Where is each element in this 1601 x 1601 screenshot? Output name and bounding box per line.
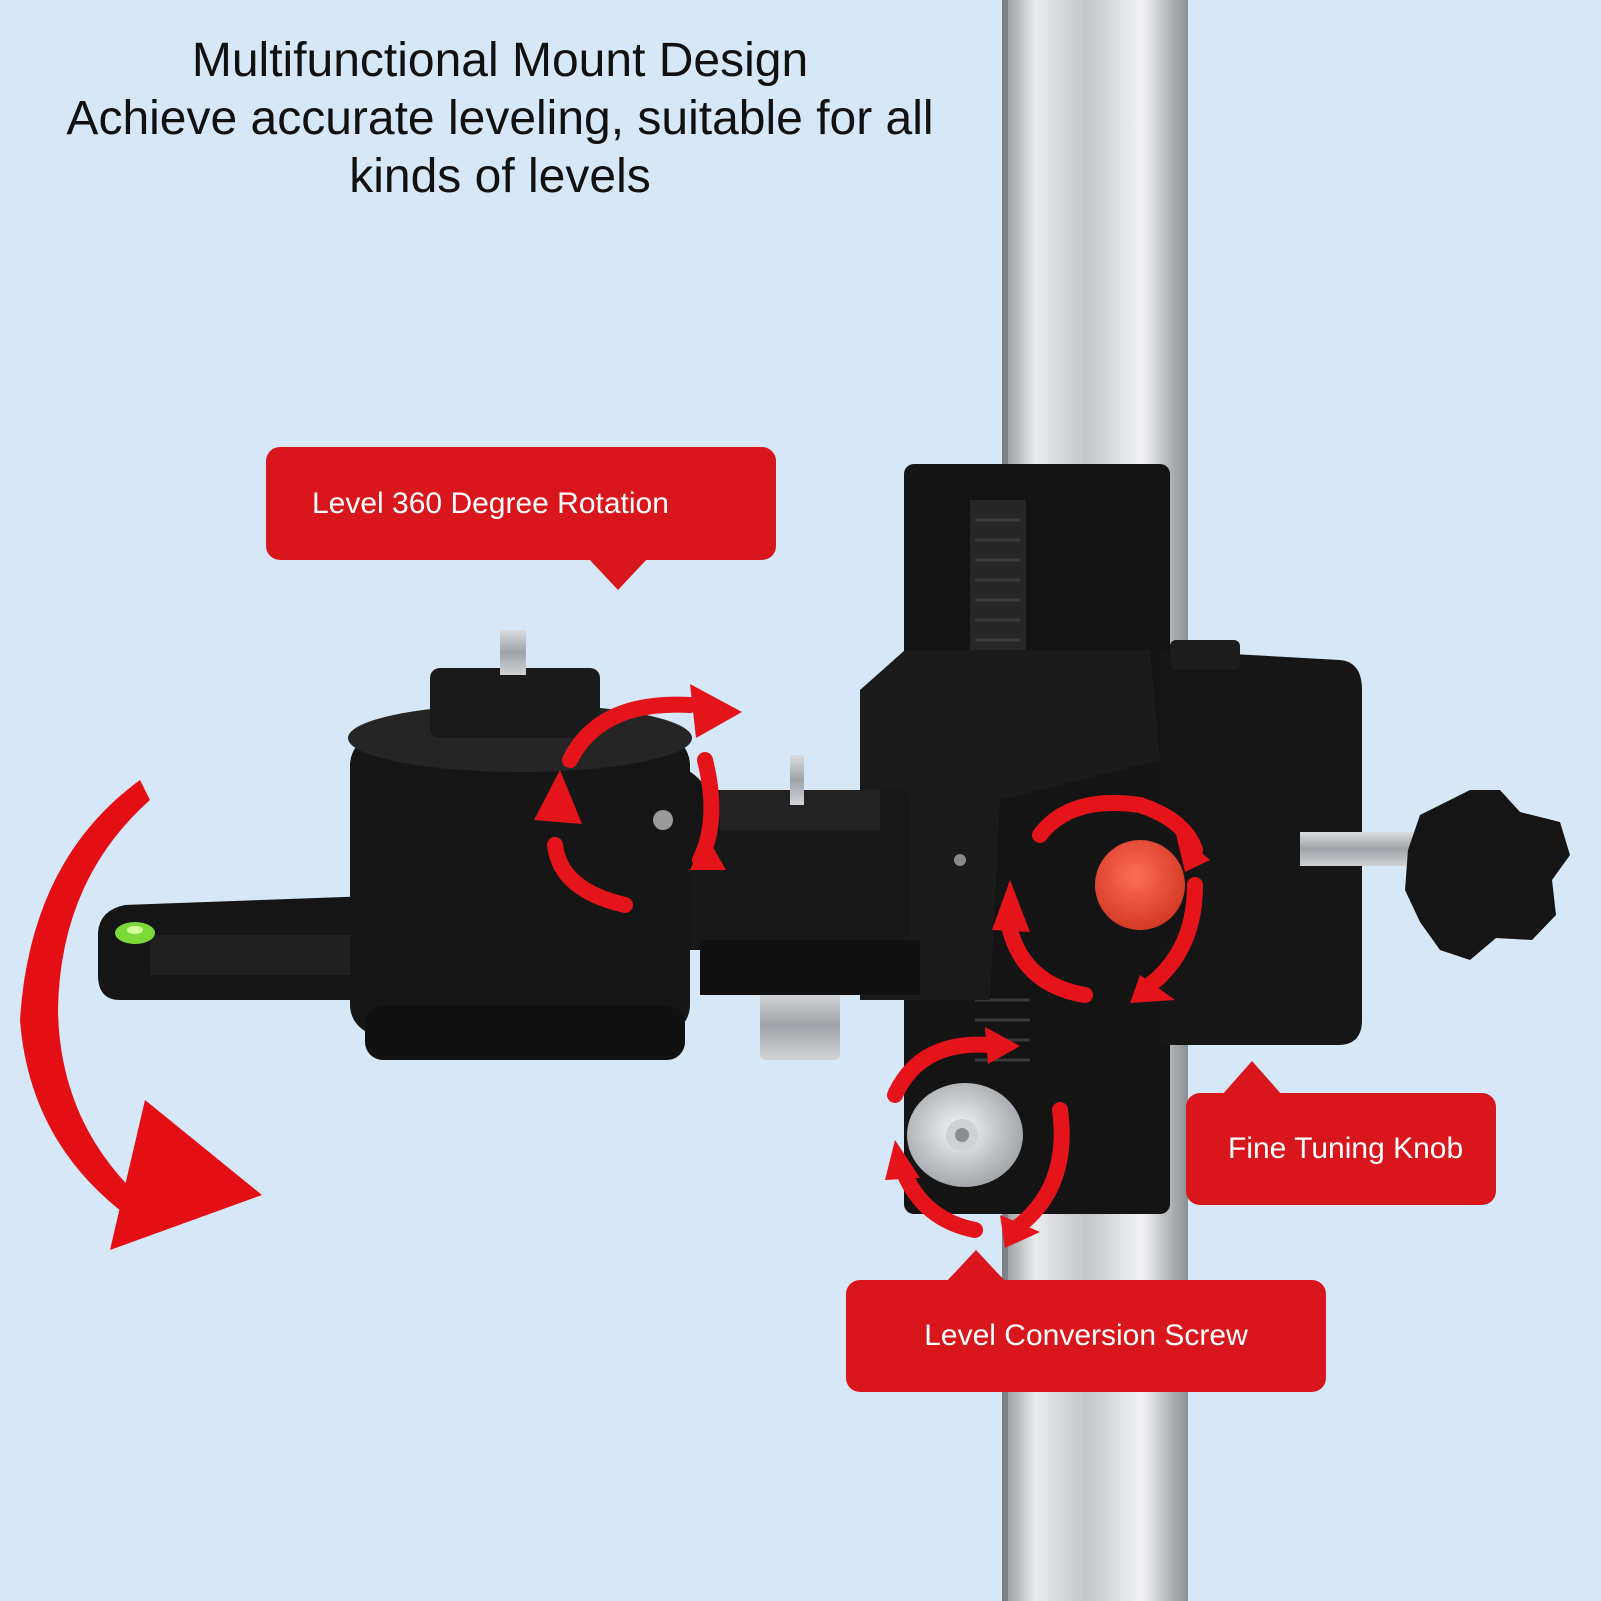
callout-conversion-screw-label: Level Conversion Screw <box>924 1319 1248 1352</box>
headline-line-2: Achieve accurate leveling, suitable for … <box>66 92 934 145</box>
callout-fine-tuning-label: Fine Tuning Knob <box>1228 1132 1464 1165</box>
rotation-arrow-icon <box>547 696 1203 1238</box>
pole-clamp <box>860 464 1362 1214</box>
clamp-screw <box>1300 790 1570 960</box>
callout-conversion-screw: Level Conversion Screw <box>846 1250 1326 1392</box>
conversion-screw-knob <box>907 1083 1023 1187</box>
callout-pointer <box>588 558 648 590</box>
extension-arm <box>680 755 920 1060</box>
callout-rotation: Level 360 Degree Rotation <box>266 447 776 590</box>
headline-line-1: Multifunctional Mount Design <box>191 34 809 87</box>
fine-tuning-knob <box>1048 813 1192 957</box>
callout-rotation-label: Level 360 Degree Rotation <box>312 486 669 520</box>
callout-pointer <box>1222 1061 1282 1095</box>
swing-arrow-icon <box>20 780 262 1250</box>
headline-line-3: kinds of levels <box>349 150 651 203</box>
headline: Multifunctional Mount Design Achieve acc… <box>20 32 980 206</box>
rotation-head <box>348 630 716 1060</box>
callout-pointer <box>946 1250 1006 1282</box>
callout-fine-tuning: Fine Tuning Knob <box>1186 1061 1496 1205</box>
